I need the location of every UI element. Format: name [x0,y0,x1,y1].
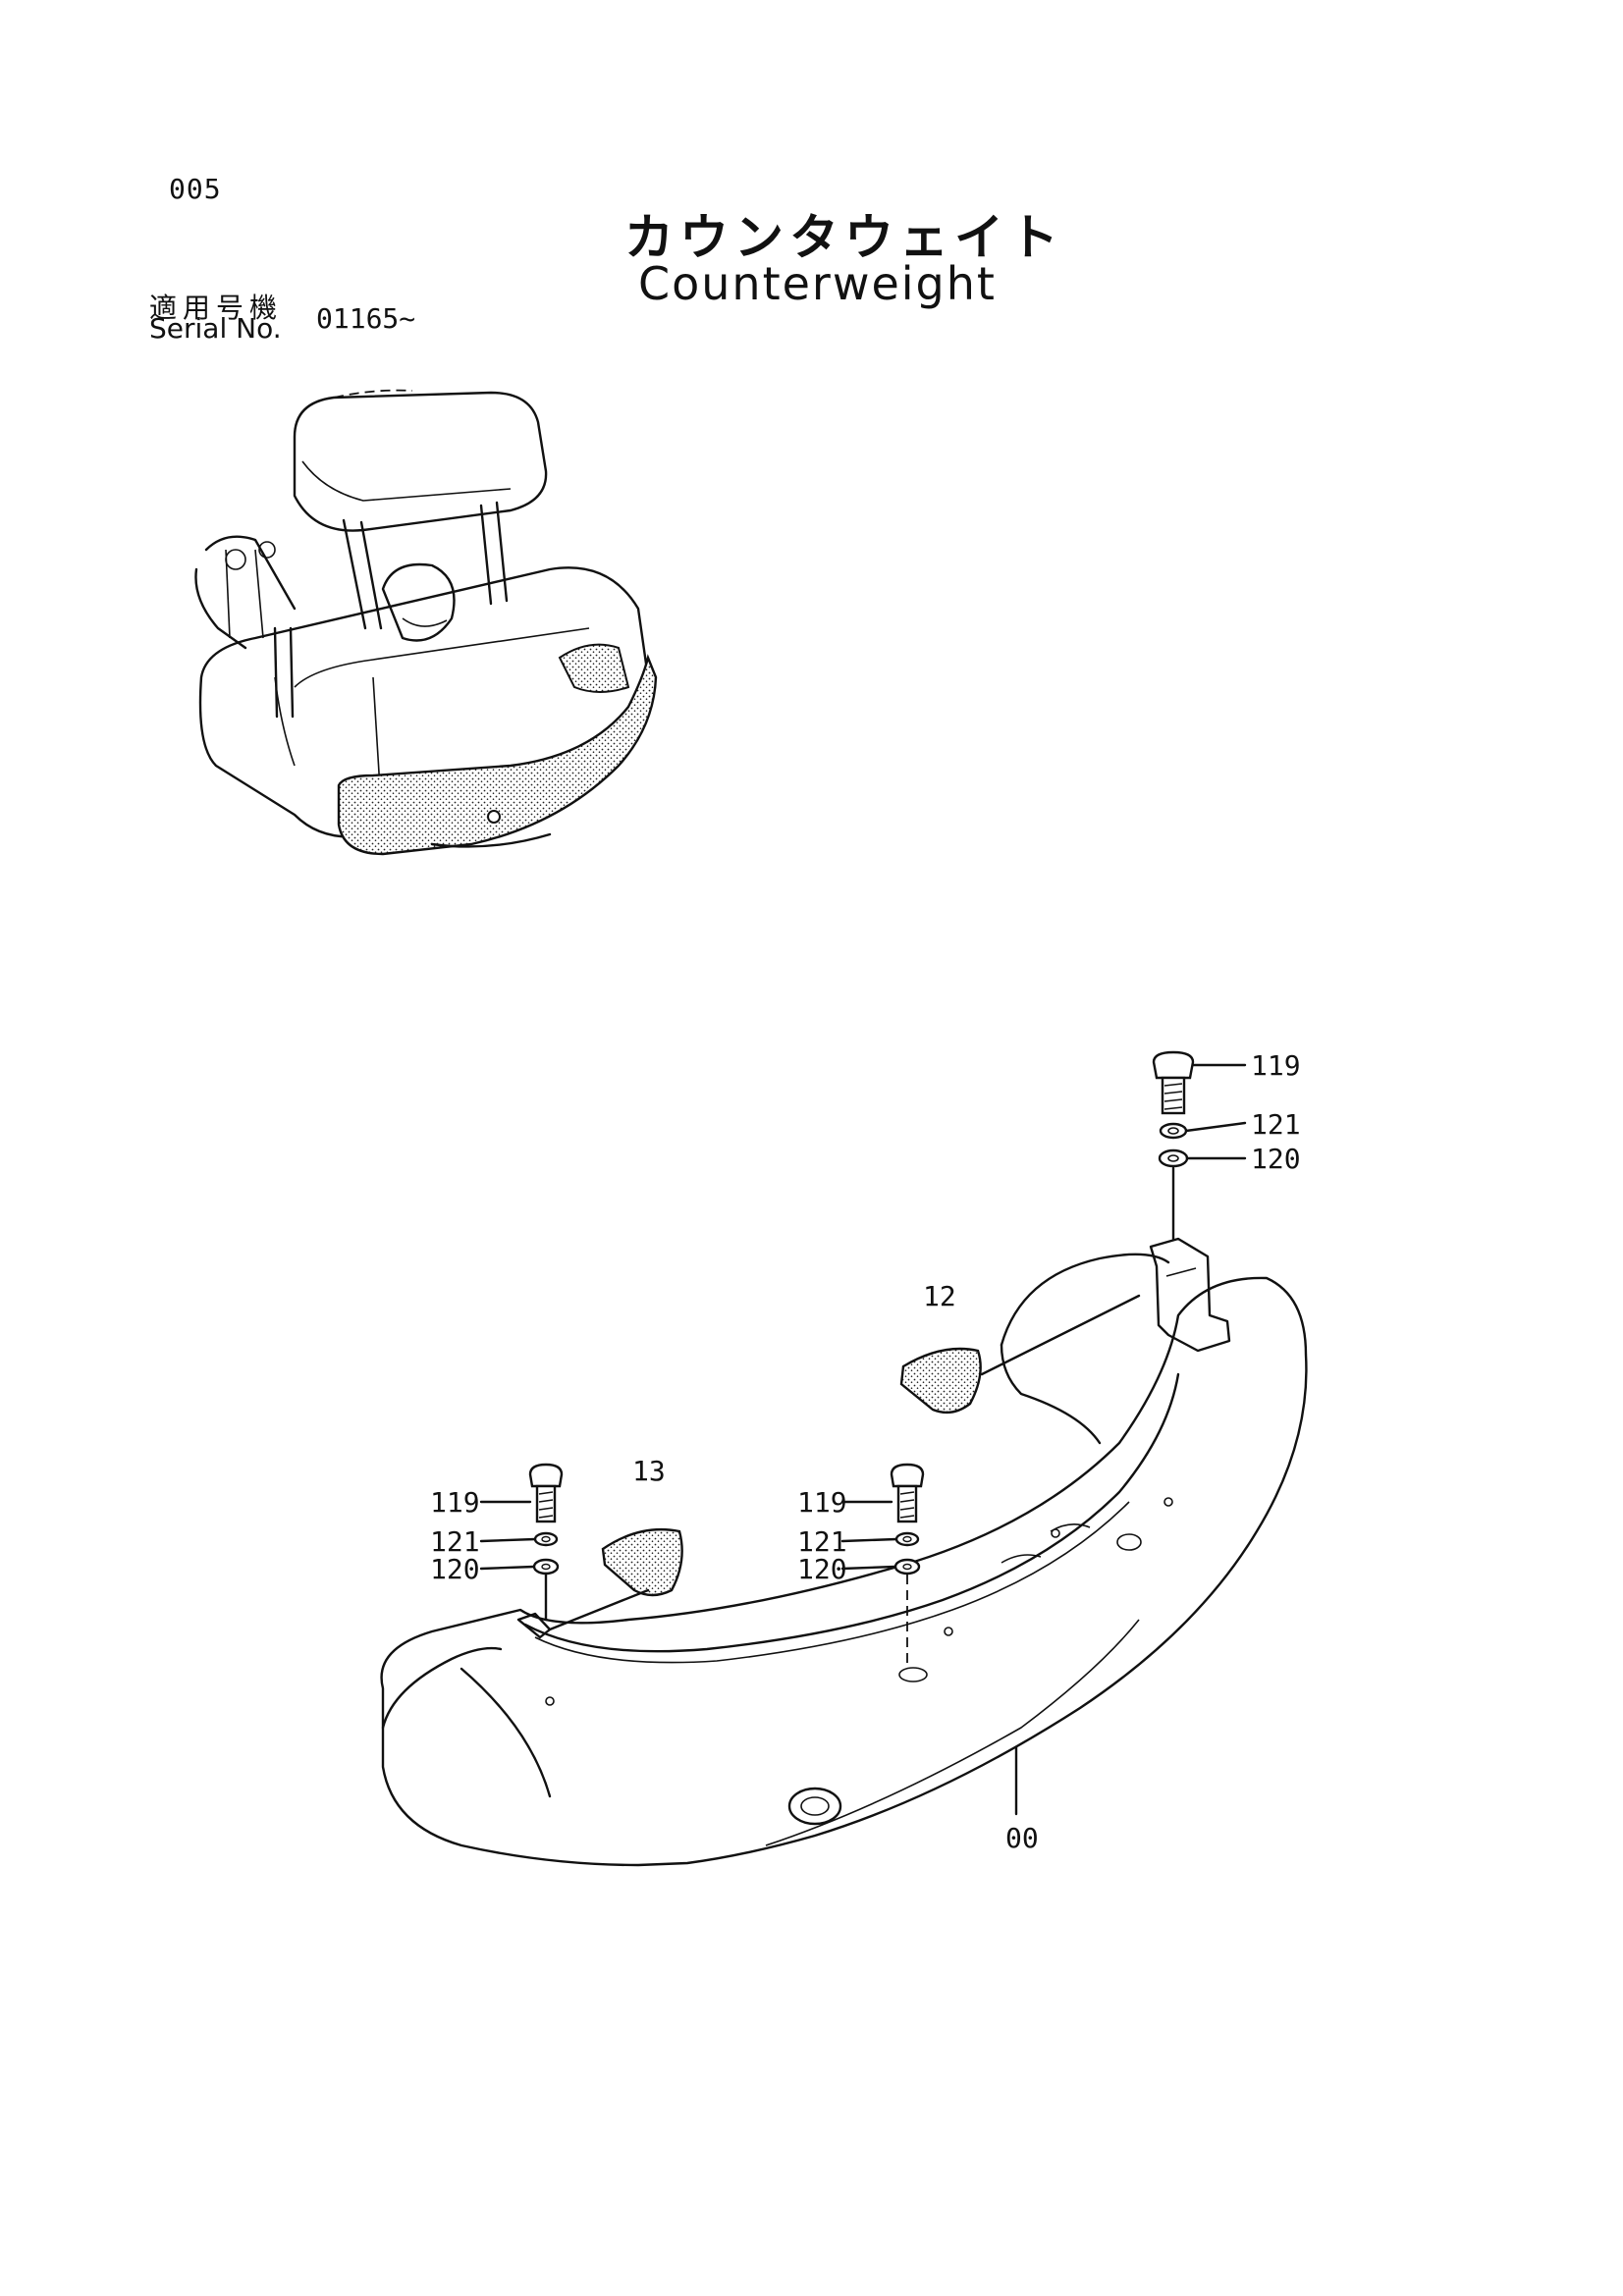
page-title-japanese: カウンタウェイト [624,209,1064,266]
callout-cover-right: 12 [923,1280,956,1312]
bolt-stack-center [840,1463,925,1669]
bolt-stack-left [479,1463,564,1622]
callout-bolt-left: 119 [430,1486,480,1519]
callout-washer-left: 120 [430,1553,480,1585]
callout-spring-washer-left: 121 [430,1525,480,1558]
machine-overview-illustration [194,389,658,856]
counterweight-body [380,1237,1308,1867]
serial-label-english: Serial No. [149,312,282,345]
page-number: 005 [169,173,222,205]
callout-cover-left: 13 [632,1455,666,1487]
callout-spring-washer-right: 121 [1251,1108,1301,1141]
serial-label-japanese: 適用号機 [149,292,284,324]
callout-spring-washer-center: 121 [797,1525,847,1558]
bolt-stack-right [1152,1050,1247,1241]
serial-range: 01165~ [316,302,416,335]
callout-bolt-right: 119 [1251,1049,1301,1082]
callout-washer-right: 120 [1251,1143,1301,1175]
cover-right-part [899,1294,1141,1415]
page-title-english: Counterweight [638,257,997,310]
callout-washer-center: 120 [797,1553,847,1585]
callout-counterweight: 00 [1005,1822,1039,1854]
callout-bolt-center: 119 [797,1486,847,1519]
cover-left-part [548,1527,683,1631]
